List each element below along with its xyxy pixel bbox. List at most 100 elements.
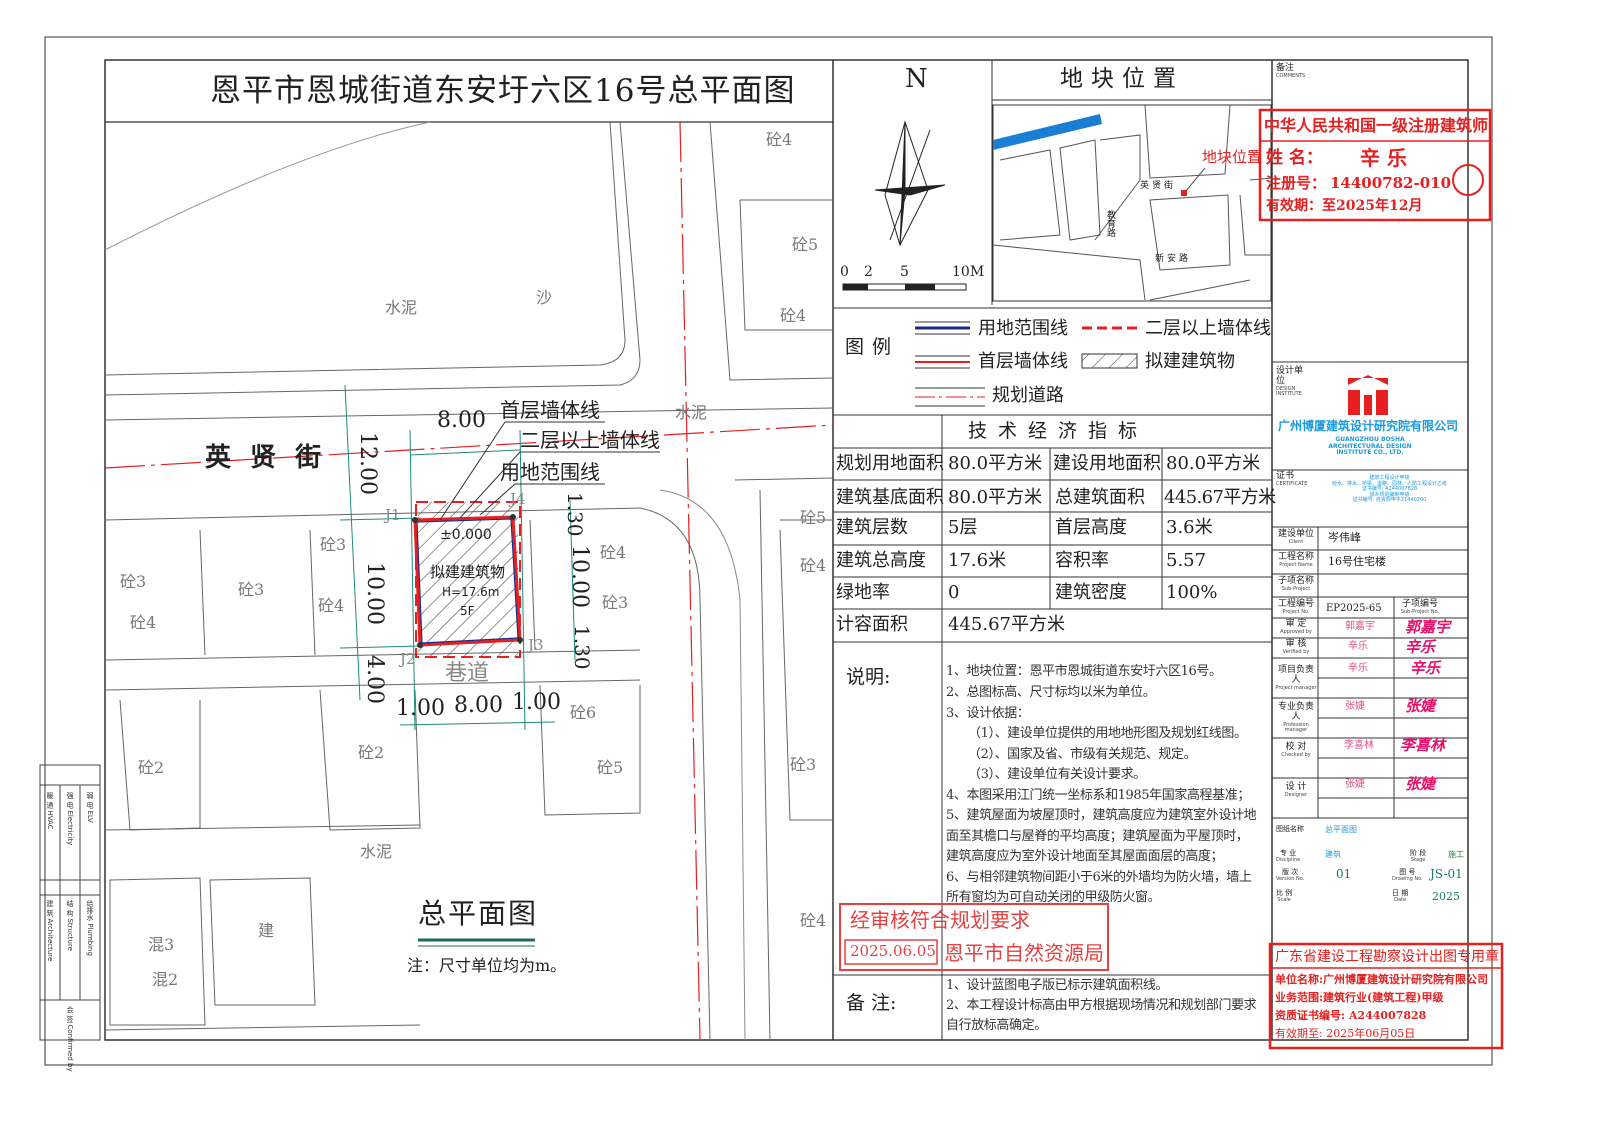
dimension: 1.00 [512,690,561,715]
material-label: 建 [258,921,275,940]
notes-label: 说明: [846,666,891,688]
stamp-name: 辛 乐 [1360,146,1407,170]
company-name-cn: 广州博厦建筑设计研究院有限公司 [1278,419,1459,433]
note-line: 面至其檐口与屋脊的平均高度；建筑屋面为平屋顶时， [946,829,1249,844]
legend-item: 首层墙体线 [978,351,1068,372]
material-label: 砼4 [800,556,827,575]
note-line: 1、地块位置：恩平市恩城街道东安圩六区16号。 [946,664,1222,679]
pm-name: 辛乐 [1348,663,1368,674]
material-label: 砼3 [602,593,629,612]
stamp-text: 恩平市自然资源局 [944,941,1104,965]
tech-cell: 规划用地面积 [836,453,944,474]
material-label: 砼4 [780,306,807,325]
tech-cell: 建筑总高度 [836,550,926,571]
stamp-label: 注册号： [1266,174,1327,192]
legend-item: 规划道路 [992,385,1064,406]
tech-cell: 绿地率 [836,582,890,603]
upper-floor-wall-line [415,501,521,658]
note-line: （2）、国家及省、市级有关规范、规定。 [968,747,1197,762]
page-title: 恩平市恩城街道东安圩六区16号总平面图 [210,73,796,109]
tech-cell: 计容面积 [836,614,908,635]
version-value: 01 [1336,867,1352,881]
project-no-value: EP2025-65 [1326,603,1382,614]
profession-manager-signature: 张婕 [1405,697,1436,715]
scale-bar [842,283,967,291]
company-name-en: GUANGZHOU BOSHA ARCHITECTURAL DESIGN INS… [1328,436,1412,457]
material-label: 砼2 [358,743,385,762]
location-marker-label: 地块位置 [1202,148,1263,166]
drawing-no-value: JS-01 [1430,867,1463,881]
approver-signature: 郭嘉宇 [1405,618,1451,636]
material-label: 砼4 [600,543,627,562]
material-label: 砼5 [792,235,819,254]
control-point: J2 [400,650,416,668]
material-label: 砼3 [320,535,347,554]
location-header: 地块位置 [1060,66,1184,92]
callout-upper-wall: 二层以上墙体线 [520,428,660,452]
alley-label: 巷道 [445,661,490,686]
stamp-line: 业务范围:建筑行业(建筑工程)甲级 [1275,991,1444,1004]
designer-signature: 张婕 [1405,775,1436,793]
stage-value: 施工 [1448,850,1464,859]
verifier-name: 辛乐 [1348,641,1368,652]
dimension: 8.00 [454,693,503,718]
tech-cell: 5.57 [1166,550,1207,571]
note-line: 6、与相邻建筑物间距小于6米的外墙均为防火墙，墙上 [946,870,1252,885]
building-elevation: ±0.000 [440,527,492,543]
material-label: 砼4 [766,130,793,149]
surface-label: 水泥 [360,842,393,861]
control-point: J4 [510,490,526,508]
dimension: 1.00 [396,696,445,721]
location-map [992,104,1273,301]
tech-cell: 445.67平方米 [1164,487,1276,508]
strip-electricity: 强 电 Electricity [66,792,74,846]
material-label: 砼6 [570,703,597,722]
dimension: 1.30 [563,492,587,537]
material-label: 砼4 [318,596,345,615]
tech-cell: 首层高度 [1055,517,1127,538]
scale-tick: 5 [900,264,909,280]
architect-stamp-frame [1258,108,1492,222]
verifier-signature: 辛乐 [1405,638,1436,656]
inner-frame [104,59,1469,1041]
north-arrow [874,120,946,247]
tech-cell: 100% [1166,582,1218,603]
strip-elv: 弱 电 ELV [86,792,94,823]
tech-cell: 80.0平方米 [1166,453,1261,474]
material-label: 砼2 [138,758,165,777]
cert-line: 城乡规划编制甲级 [1369,491,1410,498]
note-line: 3、设计依据： [946,706,1030,721]
tech-cell: 5层 [948,517,978,538]
profession-manager-name: 张婕 [1345,701,1365,712]
dimension-lines [339,384,576,731]
drawing-name-value: 总平面图 [1325,825,1357,834]
tech-cell: 总建筑面积 [1055,487,1145,508]
material-label: 混2 [152,970,179,989]
note-line: （3）、建设单位有关设计要求。 [968,767,1146,782]
cert-line: 证书编号: A244007828 [1361,486,1418,492]
cert-line: 给水、排水、桥梁、道路、园林、人防工程设计乙级 [1331,480,1447,487]
stamp-reg: 14400782-010 [1330,174,1452,192]
legend-item: 用地范围线 [978,318,1068,339]
tech-cell: 建设用地面积 [1053,453,1161,474]
legend-samples [915,321,1138,407]
strip-plumbing: 给排水 Plumbing [86,900,94,956]
location-street: 英贤街 [1140,181,1177,191]
material-label: 砼3 [790,755,817,774]
approver-name: 郭嘉宇 [1345,621,1375,632]
tech-cell: 17.6米 [948,550,1007,571]
material-label: 砼4 [800,911,827,930]
survey-stamp-frame [1268,942,1504,1050]
pm-signature: 辛乐 [1410,659,1441,677]
